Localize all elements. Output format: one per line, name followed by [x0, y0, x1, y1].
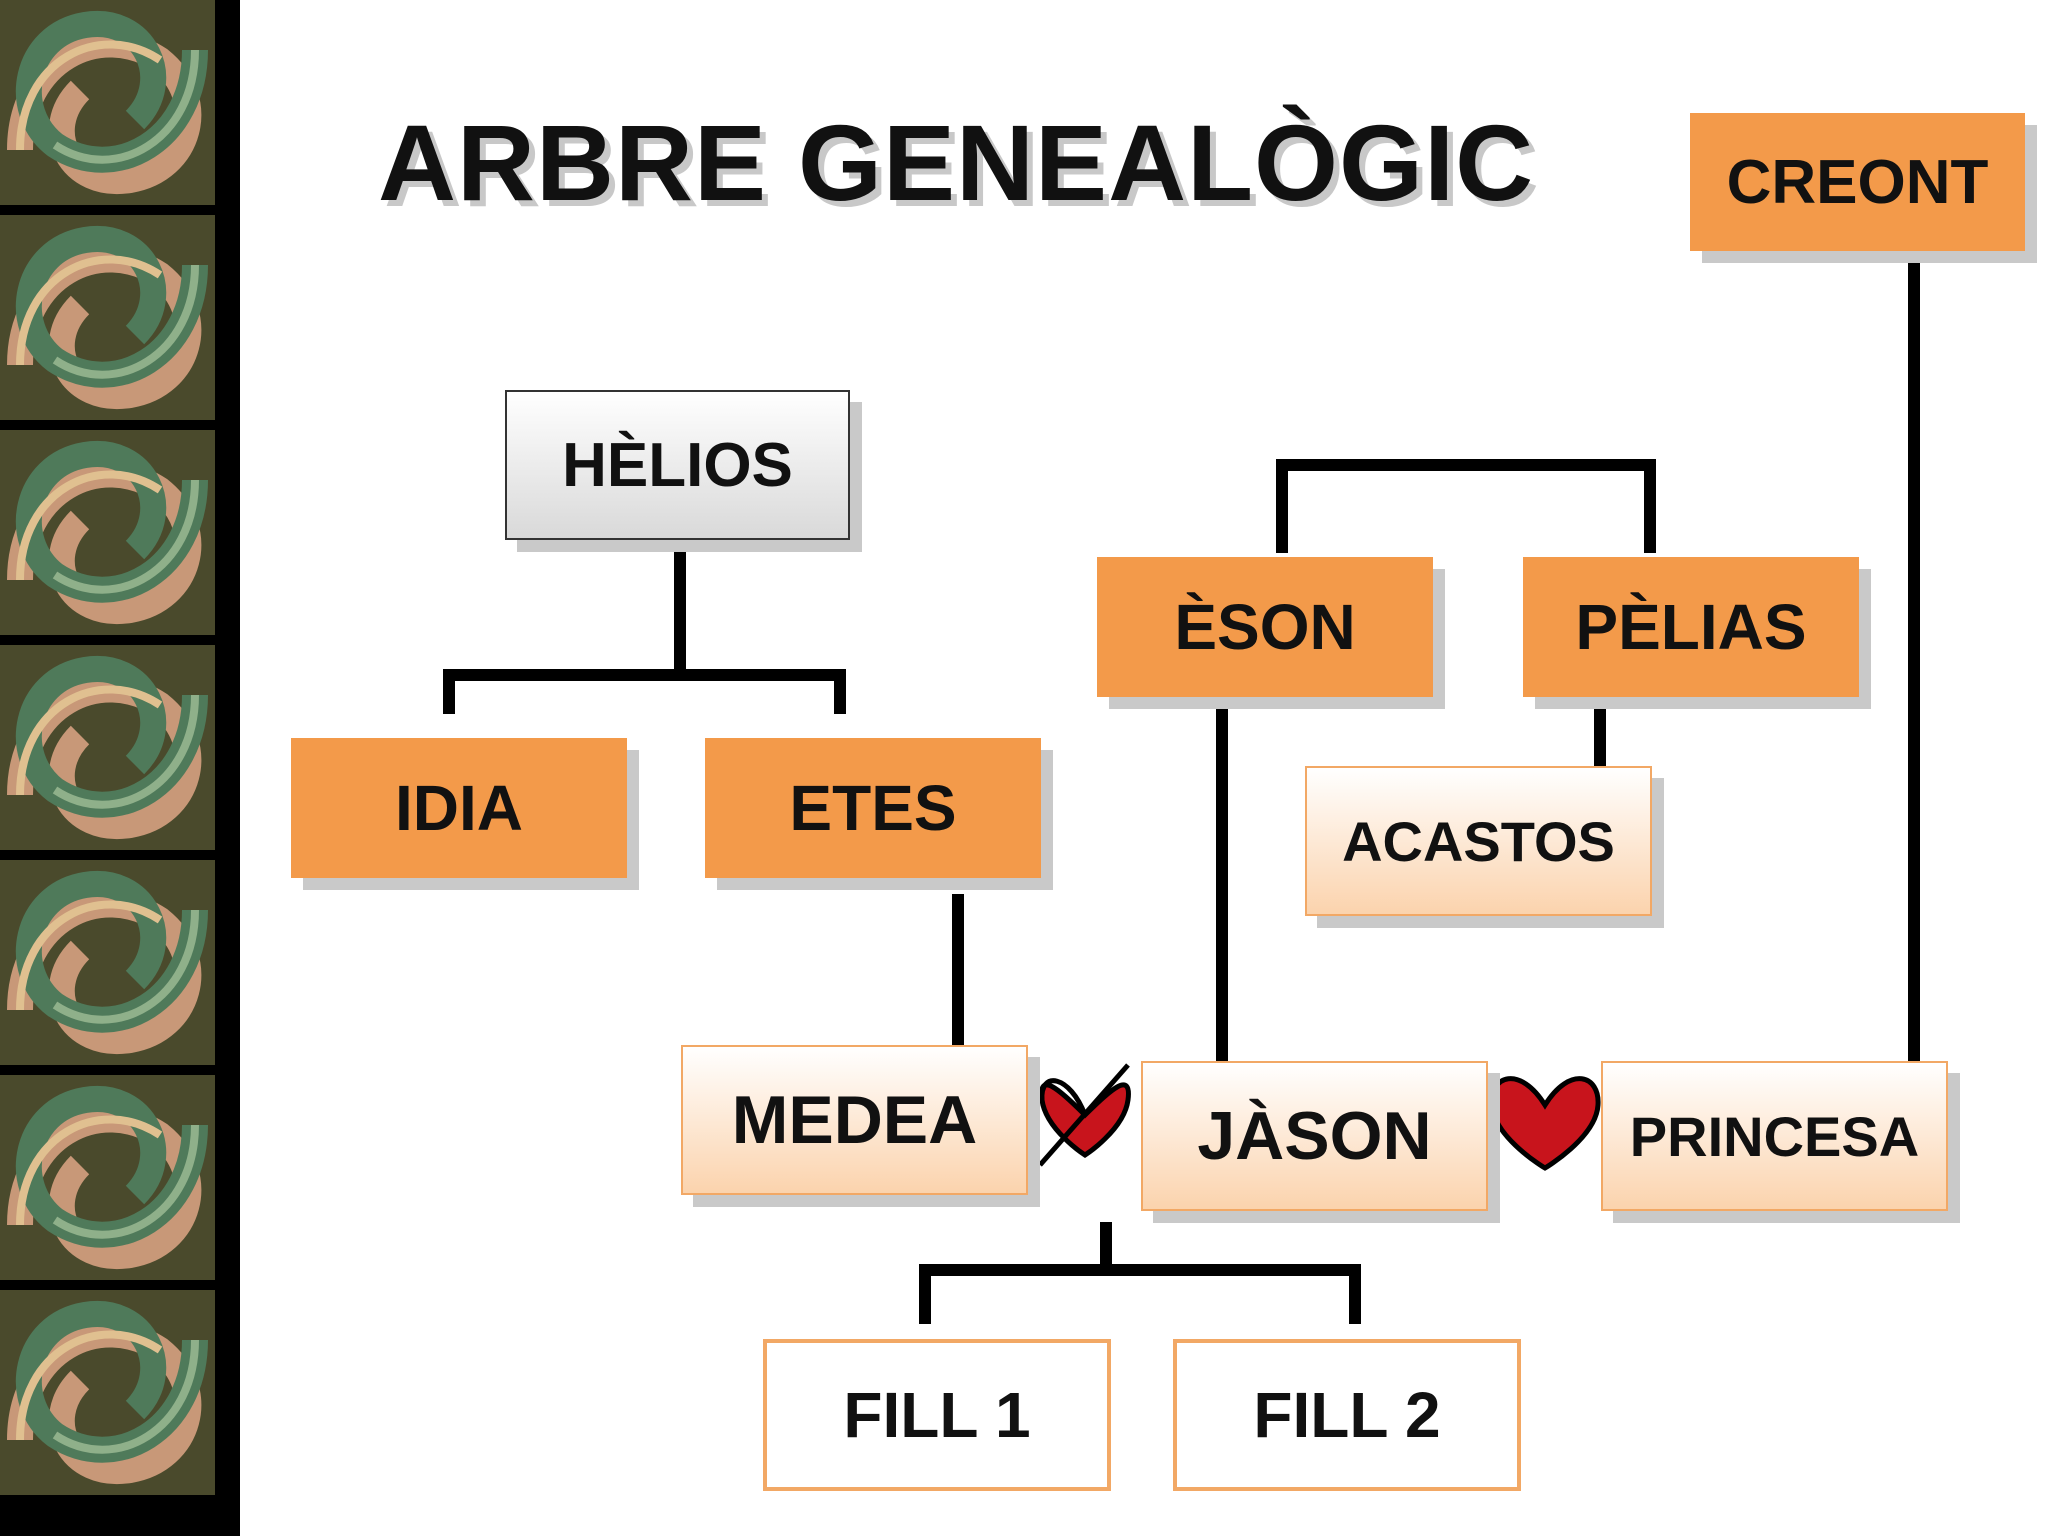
node-acastos: ACASTOS	[1305, 766, 1652, 916]
node-creont: CREONT	[1690, 113, 2025, 251]
node-idia: IDIA	[291, 738, 627, 878]
slide-title: ARBRE GENEALÒGIC	[378, 102, 1535, 223]
mosaic-border-strip	[0, 0, 240, 1536]
connector-helios-children	[443, 549, 846, 714]
node-fill-1: FILL 1	[763, 1339, 1111, 1491]
node-helios: HÈLIOS	[505, 390, 850, 540]
node-etes: ETES	[705, 738, 1041, 878]
connector-eson-pelias	[1276, 459, 1656, 553]
node-princesa: PRINCESA	[1601, 1061, 1948, 1211]
broken-heart-icon	[1038, 1063, 1131, 1167]
mosaic-pattern	[0, 0, 240, 1536]
node-medea: MEDEA	[681, 1045, 1028, 1195]
node-eson: ÈSON	[1097, 557, 1433, 697]
connector-children	[919, 1222, 1361, 1324]
node-jason: JÀSON	[1141, 1061, 1488, 1211]
node-fill-2: FILL 2	[1173, 1339, 1521, 1491]
heart-icon	[1489, 1076, 1601, 1171]
node-pelias: PÈLIAS	[1523, 557, 1859, 697]
